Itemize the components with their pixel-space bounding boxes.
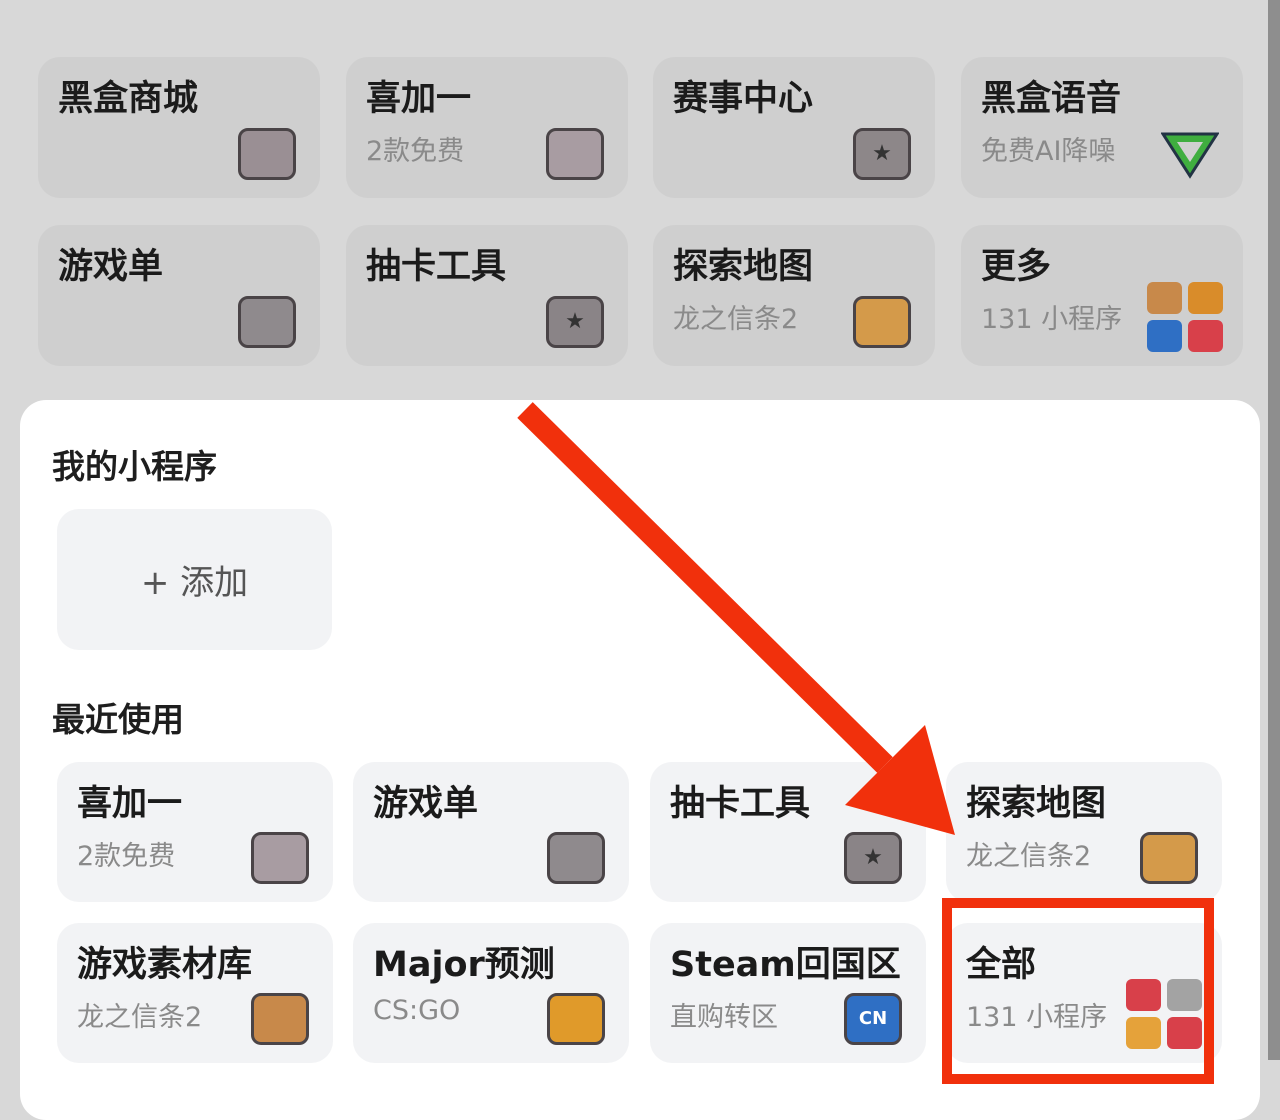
card-title: 喜加一 xyxy=(366,79,472,119)
gift-icon xyxy=(546,128,604,180)
top-app-card[interactable]: 抽卡工具 ★ xyxy=(346,225,628,366)
folder-gamepad-icon xyxy=(238,296,296,348)
map-pin-icon xyxy=(1140,832,1198,884)
card-title: 游戏素材库 xyxy=(77,945,253,985)
add-mini-program-button[interactable]: + 添加 xyxy=(57,509,332,650)
card-subtitle: 免费AI降噪 xyxy=(981,136,1116,167)
card-title: 游戏单 xyxy=(58,247,164,287)
card-subtitle: 131 小程序 xyxy=(966,1002,1108,1033)
card-subtitle: 直购转区 xyxy=(670,1002,778,1033)
card-subtitle: 龙之信条2 xyxy=(673,304,799,335)
app-thumb-icon xyxy=(1188,320,1223,352)
card-title: 黑盒商城 xyxy=(58,79,199,119)
card-title: 全部 xyxy=(966,945,1037,985)
top-app-card[interactable]: 探索地图龙之信条2 xyxy=(653,225,935,366)
top-app-card[interactable]: 喜加一 2款免费 xyxy=(346,57,628,198)
card-title: 探索地图 xyxy=(966,784,1107,824)
card-star-icon: ★ xyxy=(546,296,604,348)
card-title: Major预测 xyxy=(373,945,555,985)
app-thumb-icon xyxy=(1126,979,1161,1011)
trophy-icon: ★ xyxy=(853,128,911,180)
recent-app-card[interactable]: 游戏单 xyxy=(353,762,629,902)
app-thumb-icon xyxy=(1147,282,1182,314)
recent-app-card[interactable]: 喜加一 2款免费 xyxy=(57,762,333,902)
top-app-card[interactable]: 游戏单 xyxy=(38,225,320,366)
card-subtitle: 131 小程序 xyxy=(981,304,1123,335)
app-thumb-icon xyxy=(1167,1017,1202,1049)
gift-icon xyxy=(251,832,309,884)
more-apps-icon xyxy=(1147,282,1223,352)
card-title: 喜加一 xyxy=(77,784,183,824)
my-apps-heading: 我的小程序 xyxy=(52,447,217,486)
card-title: 游戏单 xyxy=(373,784,479,824)
top-app-card[interactable]: 赛事中心 ★ xyxy=(653,57,935,198)
card-subtitle: 2款免费 xyxy=(77,841,176,872)
scrollbar[interactable] xyxy=(1268,0,1280,1060)
trophy-dice-icon xyxy=(547,993,605,1045)
card-title: 更多 xyxy=(981,247,1052,287)
card-title: 抽卡工具 xyxy=(670,784,811,824)
toolbox-icon xyxy=(238,128,296,180)
recent-app-card[interactable]: Major预测 CS:GO xyxy=(353,923,629,1063)
card-title: Steam回国区 xyxy=(670,945,901,985)
card-title: 黑盒语音 xyxy=(981,79,1122,119)
all-apps-icon xyxy=(1126,979,1202,1049)
recent-app-card[interactable]: Steam回国区直购转区 CN xyxy=(650,923,926,1063)
map-pin-icon xyxy=(853,296,911,348)
top-app-card[interactable]: 更多 131 小程序 xyxy=(961,225,1243,366)
card-subtitle: 2款免费 xyxy=(366,136,465,167)
app-thumb-icon xyxy=(1188,282,1223,314)
card-star-icon: ★ xyxy=(844,832,902,884)
card-subtitle: 龙之信条2 xyxy=(77,1002,203,1033)
top-app-card[interactable]: 黑盒语音免费AI降噪 xyxy=(961,57,1243,198)
top-app-card[interactable]: 黑盒商城 xyxy=(38,57,320,198)
recent-app-card[interactable]: 探索地图龙之信条2 xyxy=(946,762,1222,902)
card-title: 探索地图 xyxy=(673,247,814,287)
app-thumb-icon xyxy=(1147,320,1182,352)
card-subtitle: CS:GO xyxy=(373,995,461,1026)
folder-gamepad-icon xyxy=(547,832,605,884)
card-subtitle: 龙之信条2 xyxy=(966,841,1092,872)
recent-app-card[interactable]: 抽卡工具 ★ xyxy=(650,762,926,902)
cn-region-icon: CN xyxy=(844,993,902,1045)
recent-app-card[interactable]: 全部 131 小程序 xyxy=(946,923,1222,1063)
voice-logo-icon xyxy=(1160,128,1220,180)
image-library-icon xyxy=(251,993,309,1045)
card-title: 赛事中心 xyxy=(673,79,814,119)
app-thumb-icon xyxy=(1126,1017,1161,1049)
app-thumb-icon xyxy=(1167,979,1202,1011)
recent-heading: 最近使用 xyxy=(52,700,184,739)
annotation-highlight-box xyxy=(942,898,1214,1084)
recent-app-card[interactable]: 游戏素材库龙之信条2 xyxy=(57,923,333,1063)
card-title: 抽卡工具 xyxy=(366,247,507,287)
